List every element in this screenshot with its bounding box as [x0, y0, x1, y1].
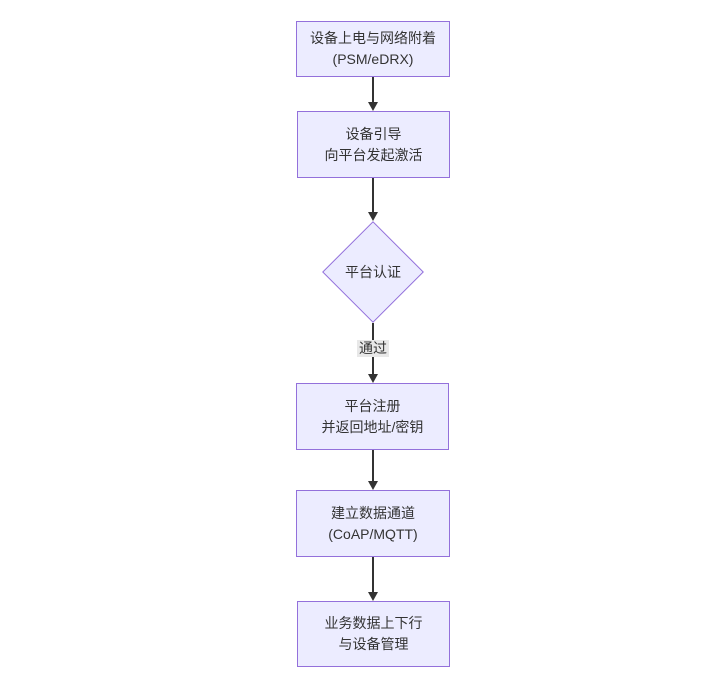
node-label-line: 平台认证: [345, 264, 401, 280]
node-label-line: 设备引导: [345, 125, 402, 142]
node-label-line: 与设备管理: [338, 636, 409, 652]
arrowhead-icon: [368, 592, 378, 601]
node-label-line: 设备上电与网络附着: [310, 30, 436, 46]
node-platform-register: 平台注册 并返回地址/密钥: [296, 383, 449, 450]
edge-label-pass: 通过: [357, 340, 389, 357]
arrowhead-icon: [368, 481, 378, 490]
edge-line: [372, 77, 374, 103]
edge-line: [372, 178, 374, 213]
edge-line: [372, 450, 374, 482]
node-label-line: 向平台发起激活: [324, 146, 423, 163]
node-label-line: 并返回地址/密钥: [321, 418, 424, 435]
node-label-line: (CoAP/MQTT): [328, 525, 418, 542]
arrowhead-icon: [368, 102, 378, 111]
node-platform-auth: 平台认证: [321, 220, 424, 323]
node-label-line: (PSM/eDRX): [332, 51, 414, 67]
node-business-data: 业务数据上下行 与设备管理: [297, 601, 450, 667]
node-device-bootstrap: 设备引导 向平台发起激活: [297, 111, 450, 178]
node-label-line: 建立数据通道: [331, 504, 415, 521]
node-label-line: 平台注册: [344, 397, 401, 414]
edge-line: [372, 557, 374, 593]
arrowhead-icon: [368, 374, 378, 383]
node-label-line: 业务数据上下行: [324, 615, 423, 631]
node-device-power-on: 设备上电与网络附着 (PSM/eDRX): [296, 21, 450, 77]
node-data-channel: 建立数据通道 (CoAP/MQTT): [296, 490, 450, 557]
arrowhead-icon: [368, 212, 378, 221]
